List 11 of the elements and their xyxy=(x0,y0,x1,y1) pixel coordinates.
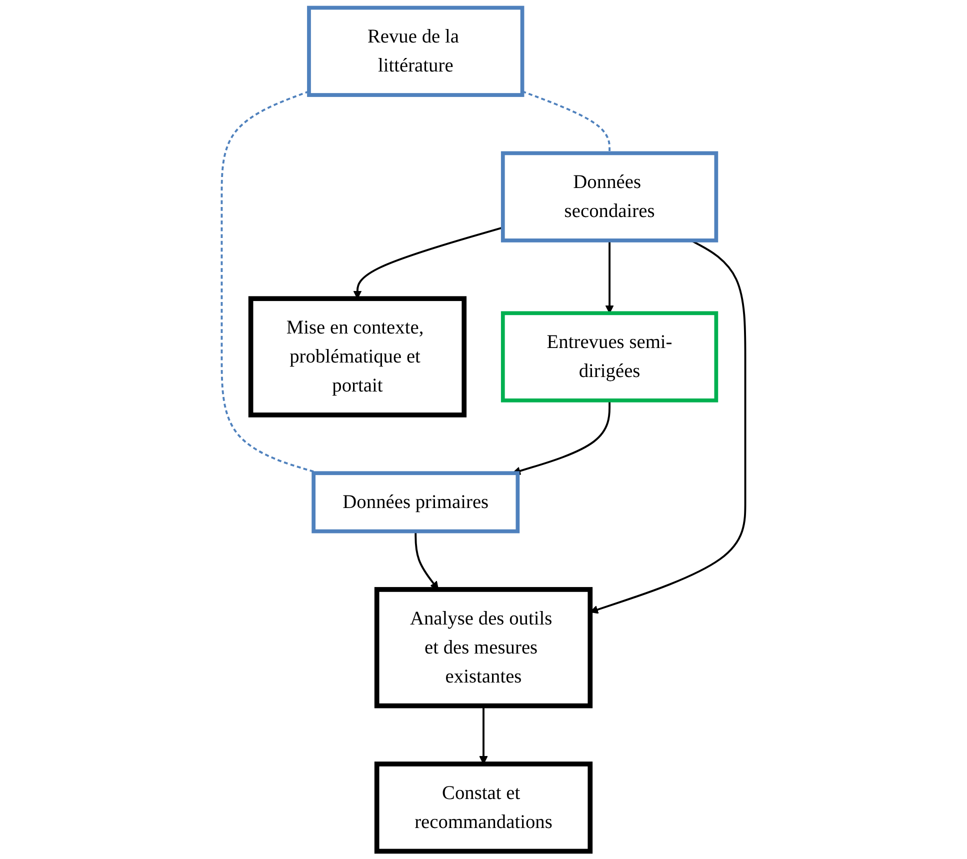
node-box: Analyse des outils et des mesures existantes xyxy=(374,587,593,708)
arrow xyxy=(605,240,614,314)
arrow xyxy=(353,226,504,299)
node-box: Constat et recommandations xyxy=(374,762,593,854)
node-box: Données secondaires xyxy=(500,151,718,242)
node-box: Entrevues semi-dirigées xyxy=(500,311,718,402)
arrow xyxy=(512,400,610,475)
node-box: Revue de la littérature xyxy=(307,6,524,97)
node-box: Mise en contexte, problématique et portait xyxy=(248,296,467,418)
node-box: Données primaires xyxy=(312,471,520,534)
connector xyxy=(522,90,610,154)
